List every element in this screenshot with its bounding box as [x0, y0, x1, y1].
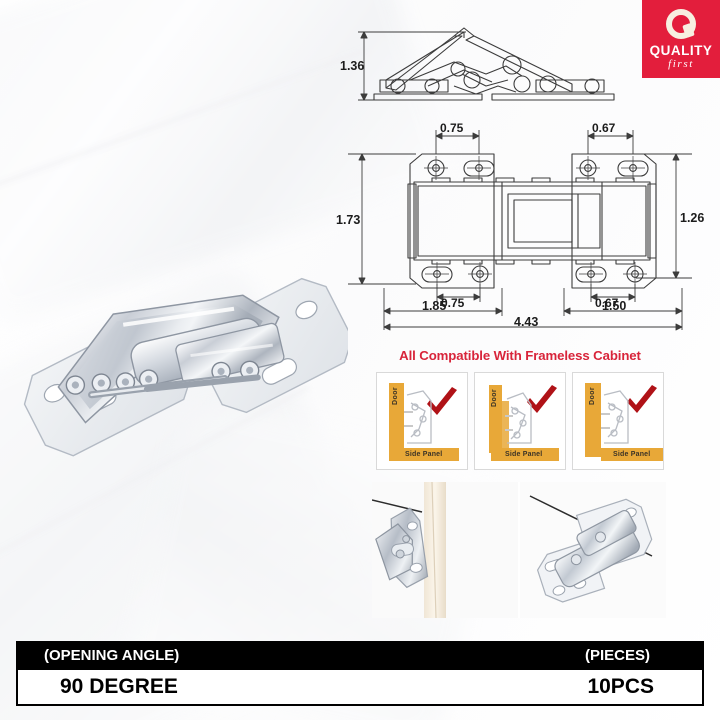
spec-banner: (OPENING ANGLE) (PIECES) 90 DEGREE 10PCS — [16, 641, 704, 706]
door-panel-graphic-inner — [500, 401, 509, 453]
side-panel-label: Side Panel — [613, 451, 651, 458]
compatibility-panel-3: Door Side Panel — [572, 372, 664, 470]
side-panel-label: Side Panel — [405, 451, 443, 458]
door-panel-graphic — [389, 383, 404, 455]
dim-150 — [563, 288, 683, 316]
technical-drawing: 1.36 — [336, 14, 708, 332]
spec-value-opening-angle: 90 DEGREE — [60, 675, 178, 698]
hinge-diagram-icon — [506, 392, 532, 444]
dim-label-067-top: 0.67 — [592, 121, 616, 135]
spec-header-opening-angle: (OPENING ANGLE) — [44, 647, 180, 664]
spec-banner-value-row: 90 DEGREE 10PCS — [16, 670, 704, 706]
dim-label-067-bottom: 0.67 — [595, 296, 619, 310]
door-label: Door — [491, 389, 498, 407]
dim-label-075-bottom: 0.75 — [441, 296, 465, 310]
brand-name: QUALITY — [649, 42, 713, 58]
hinge-diagram-icon — [603, 390, 629, 444]
dim-label-136: 1.36 — [340, 59, 364, 73]
brand-tagline: first — [668, 57, 694, 70]
plan-view-geometry — [407, 153, 657, 289]
dim-height-136 — [358, 31, 466, 101]
dim-label-173: 1.73 — [336, 213, 360, 227]
dim-label-443: 4.43 — [514, 315, 538, 329]
check-icon — [427, 387, 457, 415]
dim-075-bottom — [436, 284, 481, 302]
compatibility-panels: Door Side Panel — [376, 372, 664, 470]
dim-height-173 — [348, 153, 416, 285]
dim-height-126 — [636, 153, 692, 279]
spec-value-pieces: 10PCS — [587, 675, 654, 698]
brand-logo: QUALITY first — [642, 0, 720, 78]
dim-label-126: 1.26 — [680, 211, 704, 225]
side-panel-label: Side Panel — [505, 451, 543, 458]
compatibility-panel-1: Door Side Panel — [376, 372, 468, 470]
door-label: Door — [392, 387, 399, 405]
compatibility-panel-2: Door Side Panel — [474, 372, 566, 470]
photo-hinge-on-door-edge — [372, 482, 518, 618]
door-panel-graphic — [489, 385, 502, 453]
side-view-geometry — [373, 27, 615, 101]
side-panel-graphic — [389, 448, 459, 461]
check-icon — [627, 385, 657, 413]
hinge-diagram-icon — [406, 390, 432, 444]
dim-label-075-top: 0.75 — [440, 121, 464, 135]
spec-header-pieces: (PIECES) — [584, 647, 650, 664]
hero-product-photo — [18, 210, 348, 520]
application-photos — [372, 482, 666, 618]
dim-label-185: 1.85 — [422, 299, 446, 313]
photo-hinge-flat-closed — [518, 482, 666, 618]
door-panel-graphic — [585, 383, 601, 457]
compatibility-title: All Compatible With Frameless Cabinet — [399, 348, 641, 363]
check-icon — [527, 385, 557, 413]
door-label: Door — [589, 387, 596, 405]
dim-label-150: 1.50 — [602, 299, 626, 313]
q-logo-icon — [666, 8, 696, 39]
dim-067-bottom — [590, 284, 636, 302]
spec-banner-header-row: (OPENING ANGLE) (PIECES) — [16, 641, 704, 670]
dim-185 — [383, 288, 503, 316]
dim-067-top — [587, 130, 634, 154]
dim-075-top — [435, 130, 480, 154]
side-panel-graphic — [491, 448, 559, 461]
dim-443 — [383, 316, 683, 331]
side-panel-graphic — [601, 448, 663, 461]
